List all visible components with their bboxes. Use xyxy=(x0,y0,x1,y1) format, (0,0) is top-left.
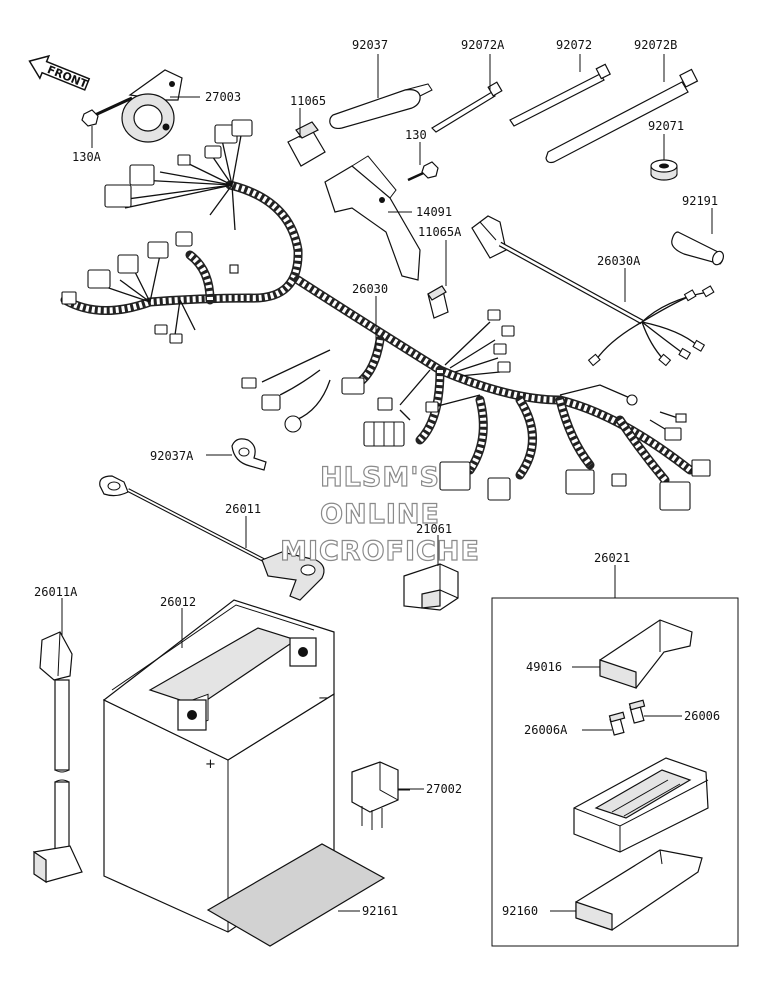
label-130a: 130A xyxy=(72,150,102,164)
tube-92191-part xyxy=(671,231,725,266)
clamp-11065-part xyxy=(287,121,326,167)
fuse-box-cover-49016-part xyxy=(599,619,693,689)
label-92191: 92191 xyxy=(682,194,718,208)
label-92072a: 92072A xyxy=(461,38,505,52)
cable-tie-92072b-part xyxy=(545,68,699,164)
label-14091: 14091 xyxy=(416,205,452,219)
label-26006: 26006 xyxy=(684,709,720,723)
watermark-line-1: HLSM'S xyxy=(320,462,440,493)
cable-tie-92072a-part xyxy=(431,81,503,133)
battery-strap-26011a-part xyxy=(33,631,83,884)
label-26030a: 26030A xyxy=(597,254,641,268)
label-92072: 92072 xyxy=(556,38,592,52)
leader-lines xyxy=(61,54,713,912)
sub-harness-26030a-part xyxy=(471,215,715,367)
label-92160: 92160 xyxy=(502,904,538,918)
label-26011a: 26011A xyxy=(34,585,78,599)
label-49016: 49016 xyxy=(526,660,562,674)
label-26012: 26012 xyxy=(160,595,196,609)
fuse-26006-part xyxy=(628,699,646,724)
sheet-92161-part xyxy=(206,843,386,947)
fuse-box-26021-part xyxy=(573,757,709,853)
label-92072b: 92072B xyxy=(634,38,677,52)
label-92037a: 92037A xyxy=(150,449,194,463)
svg-text:+: + xyxy=(205,757,216,772)
grommet-92071-part xyxy=(650,159,678,181)
label-11065a: 11065A xyxy=(418,225,462,239)
bracket-14091-part xyxy=(324,155,421,281)
fuse-box-case-92160-part xyxy=(575,849,703,931)
relay-27002-part xyxy=(351,761,410,830)
label-26021: 26021 xyxy=(594,551,630,565)
clamp-92037a-part xyxy=(231,438,267,471)
label-27003: 27003 xyxy=(205,90,241,104)
watermark-line-2: ONLINE xyxy=(320,499,440,530)
label-21061: 21061 xyxy=(416,522,452,536)
cable-tie-92072-part xyxy=(509,63,611,127)
fuse-26006a-part xyxy=(608,711,626,736)
relay-21061-part xyxy=(403,563,459,611)
label-26030: 26030 xyxy=(352,282,388,296)
label-27002: 27002 xyxy=(426,782,462,796)
bolt-130a-part xyxy=(81,96,133,127)
pad-92037-part xyxy=(329,83,433,130)
label-26006a: 26006A xyxy=(524,723,568,737)
clip-11065a-part xyxy=(427,285,449,319)
label-11065: 11065 xyxy=(290,94,326,108)
label-92071: 92071 xyxy=(648,119,684,133)
horn-part xyxy=(121,69,183,143)
label-26011: 26011 xyxy=(225,502,261,516)
front-arrow-label: FRONT xyxy=(45,63,89,91)
front-arrow-icon: FRONT xyxy=(28,54,91,91)
bolt-130-part xyxy=(407,161,439,182)
main-harness-26030-part xyxy=(60,119,711,511)
label-92161: 92161 xyxy=(362,904,398,918)
label-92037: 92037 xyxy=(352,38,388,52)
battery-cable-26011-part xyxy=(99,475,325,601)
svg-text:−: − xyxy=(318,691,329,706)
watermark-line-3: MICROFICHE xyxy=(280,536,480,567)
label-130: 130 xyxy=(405,128,427,142)
